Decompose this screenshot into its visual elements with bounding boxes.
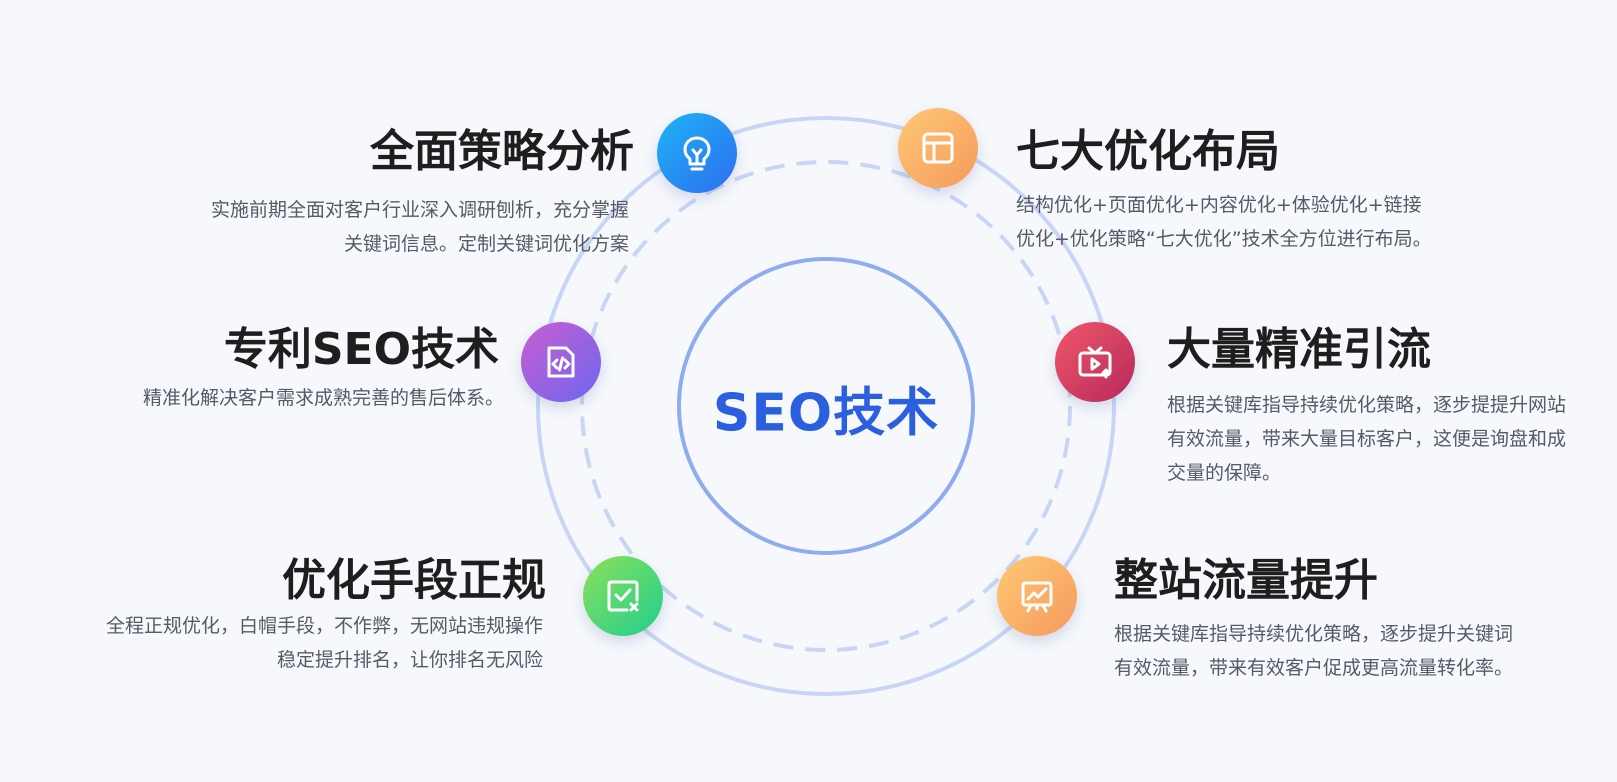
dashed-ring xyxy=(580,160,1072,652)
desc-line: 精准化解决客户需求成熟完善的售后体系。 xyxy=(142,387,504,409)
desc-line: 根据关键库指导持续优化策略，逐步提提升网站 xyxy=(1167,394,1567,416)
item-title-patent: 专利SEO技术 xyxy=(223,324,499,375)
tv-play-icon xyxy=(1055,322,1135,402)
inner-ring xyxy=(677,257,975,555)
item-desc-traffic: 根据关键库指导持续优化策略，逐步提提升网站 有效流量，带来大量目标客户，这便是询… xyxy=(1167,388,1566,490)
item-title-strategy: 全面策略分析 xyxy=(370,126,634,177)
outer-ring xyxy=(536,116,1116,696)
item-title-layout: 七大优化布局 xyxy=(1016,126,1280,177)
item-desc-compliance: 全程正规优化，白帽手段，不作弊，无网站违规操作 稳定提升排名，让你排名无风险 xyxy=(106,609,543,677)
desc-line: 实施前期全面对客户行业深入调研刨析，充分掌握 xyxy=(210,199,629,221)
checklist-icon xyxy=(583,556,663,636)
desc-line: 有效流量，带来大量目标客户，这便是询盘和成 xyxy=(1167,428,1567,450)
desc-line: 交量的保障。 xyxy=(1167,462,1282,484)
center-label: SEO技术 xyxy=(712,383,940,444)
item-desc-site-traffic: 根据关键库指导持续优化策略，逐步提升关键词 有效流量，带来有效客户促成更高流量转… xyxy=(1114,617,1513,685)
layout-icon xyxy=(898,108,978,188)
desc-line: 全程正规优化，白帽手段，不作弊，无网站违规操作 xyxy=(105,615,543,637)
item-title-traffic: 大量精准引流 xyxy=(1167,324,1431,375)
code-file-icon xyxy=(521,322,601,402)
desc-line: 有效流量，带来有效客户促成更高流量转化率。 xyxy=(1114,657,1514,679)
desc-line: 优化+优化策略“七大优化”技术全方位进行布局。 xyxy=(1016,228,1432,250)
desc-line: 关键词信息。定制关键词优化方案 xyxy=(343,233,629,255)
desc-line: 稳定提升排名，让你排名无风险 xyxy=(276,649,543,671)
item-title-compliance: 优化手段正规 xyxy=(282,555,546,606)
item-title-site-traffic: 整站流量提升 xyxy=(1114,555,1378,606)
lightbulb-icon xyxy=(657,113,737,193)
chart-board-icon xyxy=(997,556,1077,636)
item-desc-layout: 结构优化+页面优化+内容优化+体验优化+链接 优化+优化策略“七大优化”技术全方… xyxy=(1016,188,1432,256)
item-desc-patent: 精准化解决客户需求成熟完善的售后体系。 xyxy=(143,381,504,415)
item-desc-strategy: 实施前期全面对客户行业深入调研刨析，充分掌握 关键词信息。定制关键词优化方案 xyxy=(211,193,629,261)
desc-line: 根据关键库指导持续优化策略，逐步提升关键词 xyxy=(1114,623,1514,645)
desc-line: 结构优化+页面优化+内容优化+体验优化+链接 xyxy=(1016,194,1422,216)
